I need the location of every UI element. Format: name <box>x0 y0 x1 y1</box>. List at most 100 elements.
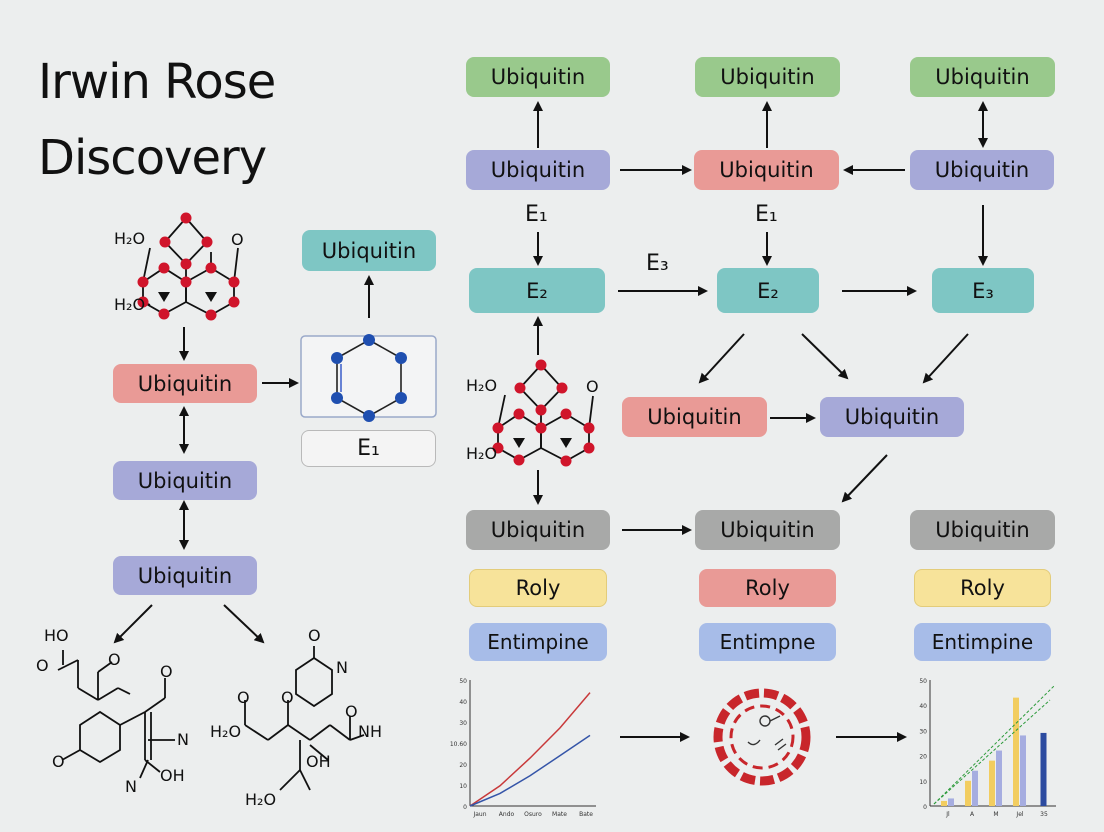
atom-label: N <box>125 777 137 796</box>
y-tick-label: 40 <box>459 699 467 706</box>
trend-line <box>933 685 1055 805</box>
atom-label: O <box>586 377 599 396</box>
bar-chart: 50 40 30 20 10 0Jl A M Jel 35 <box>919 678 1056 818</box>
atom-label: O <box>237 688 250 707</box>
bar <box>948 798 954 806</box>
node-r7-left: Entimpine <box>469 623 607 661</box>
diagram-title: Irwin Rose Discovery <box>38 44 276 196</box>
atom-label: OH <box>306 752 331 771</box>
y-tick-label: 20 <box>919 754 927 761</box>
bar <box>941 800 947 806</box>
y-tick-label: 20 <box>459 762 467 769</box>
y-tick-label: 30 <box>919 728 927 735</box>
atom-label: H₂O <box>466 376 498 395</box>
y-tick-label: 50 <box>919 678 927 685</box>
node-r5-left: Ubiquitin <box>466 510 610 550</box>
molecule-3 <box>57 650 175 779</box>
series-line-1 <box>469 692 591 807</box>
atom-label: O <box>281 688 294 707</box>
y-tick-label: 0 <box>923 804 927 811</box>
atom-label: H₂O <box>245 790 277 809</box>
node-left-ubiquitin-1: Ubiquitin <box>113 364 257 403</box>
x-tick-label: Ando <box>499 811 515 818</box>
cell-illustration <box>713 688 811 786</box>
atom-label: H₂O <box>210 722 242 741</box>
bar <box>1013 697 1019 806</box>
y-tick-label: 40 <box>919 703 927 710</box>
arrow-r3mid-r4left <box>698 333 745 384</box>
atom-label: N <box>177 730 189 749</box>
node-side-ubiquitin: Ubiquitin <box>302 230 436 271</box>
node-r6-left: Roly <box>469 569 607 607</box>
node-r1-mid: Ubiquitin <box>695 57 840 97</box>
node-r7-mid: Entimpne <box>699 623 836 661</box>
bar <box>1020 735 1026 806</box>
atom-label: O <box>231 230 244 249</box>
node-left-ubiquitin-3: Ubiquitin <box>113 556 257 595</box>
node-r5-right: Ubiquitin <box>910 510 1055 550</box>
atom-label: O <box>108 650 121 669</box>
y-tick-label: 10 <box>459 783 467 790</box>
node-r2-mid: Ubiquitin <box>694 150 839 190</box>
node-left-ubiquitin-2: Ubiquitin <box>113 461 257 500</box>
atom-label: O <box>160 662 173 681</box>
arrow-ubiq3-mol4 <box>223 604 265 644</box>
y-tick-label: 50 <box>459 678 467 685</box>
atom-label: N <box>336 658 348 677</box>
atom-label: O <box>52 752 65 771</box>
atom-label: OH <box>160 766 185 785</box>
atom-label: O <box>308 626 321 645</box>
molecule-4 <box>244 646 365 791</box>
x-tick-label: A <box>970 811 975 818</box>
node-r1-left: Ubiquitin <box>466 57 610 97</box>
arrow-r3mid-r4right <box>801 333 849 380</box>
arrow-r4right-r5mid <box>841 454 888 503</box>
x-tick-label: Jaun <box>472 811 486 818</box>
bar <box>989 760 995 806</box>
atom-label: H₂O <box>114 295 146 314</box>
title-line-2: Discovery <box>38 130 267 186</box>
node-r3-left: E₂ <box>469 268 605 313</box>
x-tick-label: M <box>993 811 998 818</box>
node-r2-left: Ubiquitin <box>466 150 610 190</box>
node-r5-mid: Ubiquitin <box>695 510 840 550</box>
x-tick-label: Bate <box>579 811 593 818</box>
x-tick-label: 35 <box>1040 811 1048 818</box>
node-r2-right: Ubiquitin <box>910 150 1054 190</box>
node-r3-right: E₃ <box>932 268 1034 313</box>
title-line-1: Irwin Rose <box>38 54 276 110</box>
series-line-2 <box>469 734 591 807</box>
y-tick-label: 10.60 <box>450 741 467 748</box>
arrow-r3right-r4right <box>922 333 969 384</box>
node-r7-right: Entimpine <box>914 623 1051 661</box>
x-tick-label: Mate <box>552 811 567 818</box>
atom-label: HO <box>44 626 69 645</box>
x-tick-label: Osuro <box>524 811 542 818</box>
node-side-e1: E₁ <box>301 430 436 467</box>
node-r3-mid: E₂ <box>717 268 819 313</box>
atom-label: H₂O <box>114 229 146 248</box>
atom-label: O <box>36 656 49 675</box>
trend-line <box>933 699 1051 805</box>
bar <box>996 750 1002 806</box>
arrow-ubiq3-mol3 <box>113 604 153 644</box>
bar <box>972 770 978 806</box>
y-tick-label: 30 <box>459 720 467 727</box>
node-r1-right: Ubiquitin <box>910 57 1055 97</box>
edge-label-e1-mid: E₁ <box>755 202 778 227</box>
atom-label: O <box>345 702 358 721</box>
node-r4-right: Ubiquitin <box>820 397 964 437</box>
x-tick-label: Jel <box>1015 811 1023 818</box>
bar <box>1040 732 1047 806</box>
y-tick-label: 10 <box>919 779 927 786</box>
y-tick-label: 0 <box>463 804 467 811</box>
hexagon-panel <box>300 335 437 418</box>
edge-label-e3: E₃ <box>646 251 669 276</box>
atom-label: NH <box>358 722 382 741</box>
node-r4-left: Ubiquitin <box>622 397 767 437</box>
x-tick-label: Jl <box>945 811 950 818</box>
node-r6-right: Roly <box>914 569 1051 607</box>
bar <box>965 780 971 806</box>
